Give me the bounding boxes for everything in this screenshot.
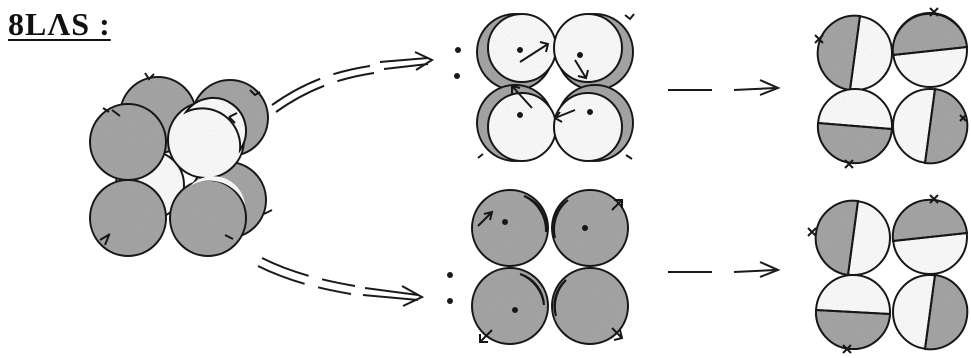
marker-dot <box>447 272 453 278</box>
bottom-quartet-sphere <box>552 190 628 266</box>
top-bisected-quartet <box>815 8 967 168</box>
top-dashed-arrow <box>668 80 778 95</box>
cluster-front-sphere <box>170 180 246 256</box>
bottom-pair-arrow <box>258 258 422 306</box>
cluster-group <box>90 73 272 256</box>
bottom-quartet <box>472 190 628 344</box>
cluster-front-sphere <box>90 104 166 180</box>
cluster-front-sphere <box>90 180 166 256</box>
marker-dot <box>447 298 453 304</box>
marker-dot <box>454 73 460 79</box>
marker-dot <box>455 47 461 53</box>
top-pair-arrow <box>272 52 432 112</box>
bottom-quartet-sphere <box>472 190 548 266</box>
top-quartet <box>477 14 634 161</box>
bottom-bisected-quartet <box>808 195 967 353</box>
bottom-quartet-sphere <box>472 268 548 344</box>
bottom-dashed-arrow <box>668 262 778 277</box>
